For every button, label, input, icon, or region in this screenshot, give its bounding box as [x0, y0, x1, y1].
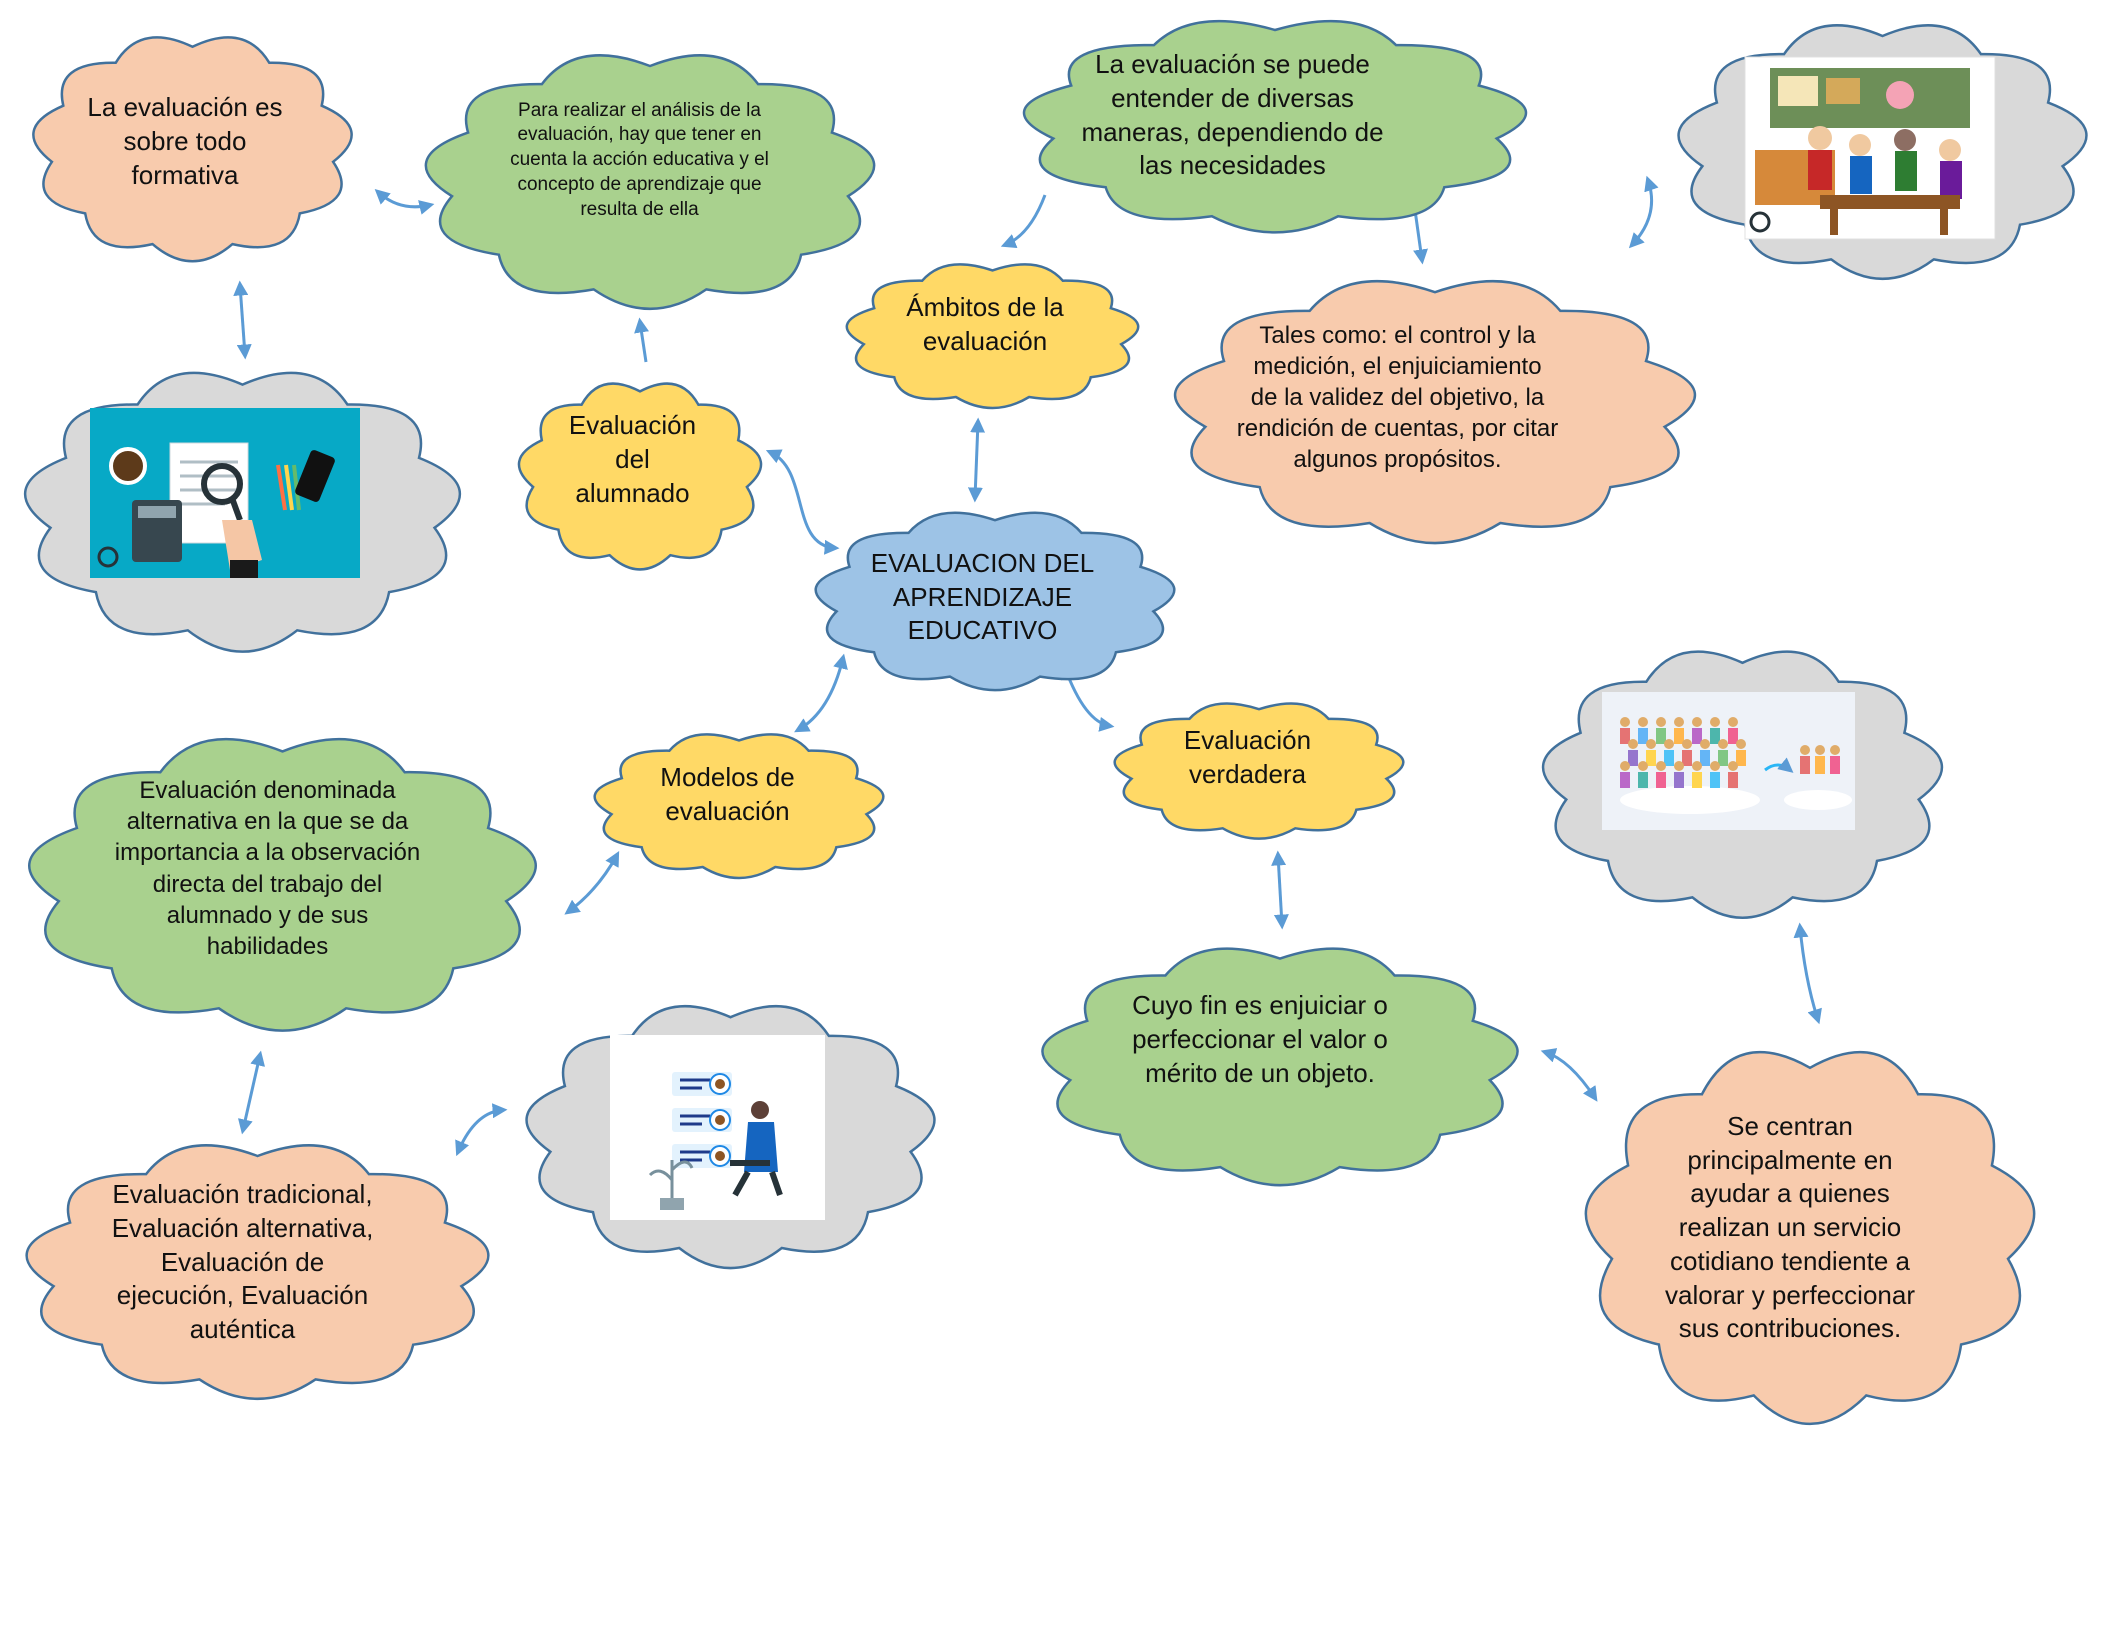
- person-figure: [1736, 739, 1746, 766]
- person-figure: [1638, 717, 1648, 744]
- person-figure: [1638, 761, 1648, 788]
- connectors: [233, 175, 1822, 1157]
- person-figure: [1628, 739, 1638, 766]
- cloud-alumnado: [517, 382, 763, 571]
- branch-verdadera: Evaluación verdadera: [1183, 725, 1312, 789]
- cloud-center: [814, 511, 1176, 692]
- branch-modelos: Modelos de evaluación: [660, 762, 795, 826]
- person-figure: [1646, 739, 1656, 766]
- selected-person-figure: [1830, 745, 1840, 774]
- connector-center-modelos: [794, 653, 848, 733]
- person-figure: [1620, 761, 1630, 788]
- note-centran: Se centran principalmente en ayudar a qu…: [1665, 1110, 1915, 1344]
- note-formativa: La evaluación es sobre todo formativa: [87, 92, 283, 190]
- note-tradicional: Evaluación tradicional, Evaluación alter…: [111, 1179, 374, 1345]
- person-figure: [1700, 739, 1710, 766]
- connector-diversas-ambitos: [1000, 194, 1047, 249]
- note-alternativa: Evaluación denominada alternativa en la …: [114, 777, 421, 960]
- connector-verdadera-cuyofin: [1271, 850, 1289, 930]
- cloud-modelos: [593, 733, 885, 880]
- connector-ambitos-center: [967, 417, 986, 503]
- person-figure: [1710, 761, 1720, 788]
- person-figure: [1710, 717, 1720, 744]
- connector-diversas-tales: [1413, 209, 1428, 265]
- connector-analisis-alumnado: [634, 317, 649, 363]
- cloud-tradicional: [25, 1144, 490, 1401]
- connector-modelos-alternativa: [564, 851, 620, 915]
- person-figure: [1692, 717, 1702, 744]
- documents-illustration: [90, 408, 360, 578]
- cloud-ambitos: [845, 263, 1140, 410]
- connector-alumnado-center: [765, 449, 840, 555]
- cloud-formativa: [32, 36, 353, 263]
- person-figure: [1718, 739, 1728, 766]
- note-tales: Tales como: el control y la medición, el…: [1236, 321, 1559, 474]
- person-figure: [1656, 761, 1666, 788]
- cloud-diversas: [1022, 19, 1528, 234]
- connector-tales-classroom: [1628, 175, 1659, 249]
- cloud-centran: [1584, 1050, 2036, 1425]
- classroom-illustration: [1744, 56, 1996, 240]
- person-figure: [1620, 717, 1630, 744]
- profile-review-illustration: [610, 1035, 825, 1220]
- people-crowd: [1620, 717, 1840, 788]
- connector-people-centran: [1793, 922, 1822, 1025]
- cloud-alternativa: [28, 737, 537, 1032]
- person-figure: [1656, 717, 1666, 744]
- cloud-tales: [1173, 280, 1697, 545]
- note-diversas: La evaluación se puede entender de diver…: [1081, 48, 1384, 181]
- connector-formativa-image: [233, 280, 252, 360]
- note-analisis: Para realizar el análisis de la evaluaci…: [510, 99, 769, 220]
- person-figure: [1728, 761, 1738, 788]
- selected-person-figure: [1815, 745, 1825, 774]
- center-title: EVALUACION DEL APRENDIZAJE EDUCATIVO: [870, 547, 1095, 646]
- people-selection-illustration: [1602, 692, 1855, 830]
- connector-tradicional-profiles: [455, 1103, 508, 1157]
- connector-formativa-analisis: [374, 188, 435, 215]
- cloud-analisis: [424, 54, 876, 311]
- branch-ambitos: Ámbitos de la evaluación: [906, 292, 1064, 356]
- person-figure: [1728, 717, 1738, 744]
- cloud-verdadera: [1113, 702, 1405, 840]
- person-figure: [1674, 761, 1684, 788]
- person-figure: [1682, 739, 1692, 766]
- people-selection-arrow: [1764, 757, 1794, 773]
- person-figure: [1674, 717, 1684, 744]
- person-figure: [1664, 739, 1674, 766]
- cloud-cuyo-fin: [1041, 947, 1519, 1187]
- person-figure: [1692, 761, 1702, 788]
- connector-alternativa-tradicional: [238, 1050, 265, 1135]
- selected-person-figure: [1800, 745, 1810, 774]
- note-cuyo-fin: Cuyo fin es enjuiciar o perfeccionar el …: [1132, 990, 1388, 1088]
- branch-alumnado: Evaluación del alumnado: [568, 410, 697, 508]
- connector-cuyofin-centran: [1540, 1048, 1598, 1102]
